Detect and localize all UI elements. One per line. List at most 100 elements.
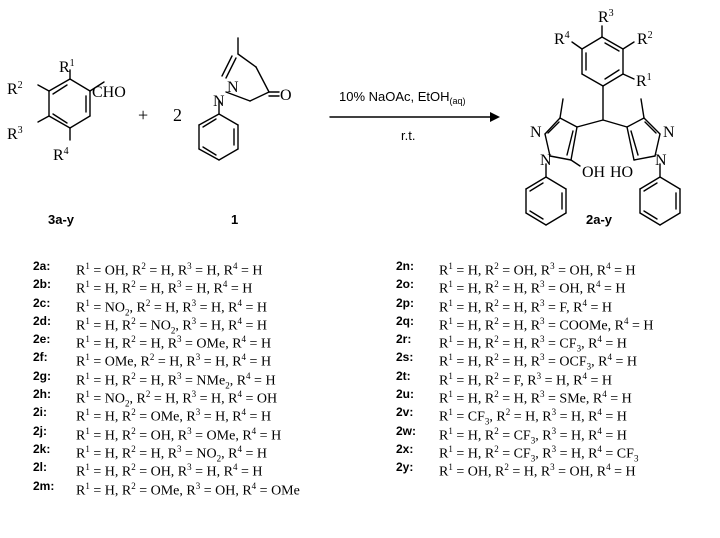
compound-id: 2w: xyxy=(396,423,417,438)
substituent-index: 4 xyxy=(596,279,601,290)
substituent-text: = H xyxy=(601,428,627,444)
substituent-index: 1 xyxy=(448,443,453,454)
substituent-text: R xyxy=(76,281,86,297)
substituent-text: = H, R xyxy=(89,446,132,462)
compound-id: 2e: xyxy=(33,332,51,347)
substituent-text: = H xyxy=(606,391,632,407)
substituent-text: = H, R xyxy=(452,428,495,444)
substituent-text: = H, R xyxy=(135,373,178,389)
substituent-text: = NO xyxy=(89,391,125,407)
substituent-text: = H, R xyxy=(498,391,541,407)
substituent-index: 4 xyxy=(597,334,602,345)
compound-row: 2e:R1 = H, R2 = H, R3 = OMe, R4 = H xyxy=(33,330,300,352)
substituent-index: 4 xyxy=(237,443,243,454)
reaction-arrow xyxy=(329,112,500,122)
substituent-index: 4 xyxy=(241,352,247,363)
substituent-definition: R1 = H, R2 = H, R3 = OMe, R4 = H xyxy=(76,330,271,352)
substituent-text: = OMe, R xyxy=(181,336,242,352)
substituent-text: = H xyxy=(601,336,627,352)
substituent-index: 1 xyxy=(448,352,453,363)
substituent-definition: R1 = H, R2 = H, R3 = NMe2, R4 = H xyxy=(76,367,276,390)
substituent-index: 4 xyxy=(582,370,587,381)
substituent-text: = H, R xyxy=(196,300,238,316)
substituent-text: = H, R xyxy=(452,281,495,297)
substituent-text: = H, R xyxy=(452,300,495,316)
substituent-text: = H xyxy=(612,355,638,371)
substituent-text: = H xyxy=(246,336,272,352)
substituent-text: = H, R xyxy=(452,336,495,352)
substituent-definition: R1 = H, R2 = F, R3 = H, R4 = H xyxy=(439,367,612,389)
product-r4-label: R4 xyxy=(554,30,570,48)
substituent-text: = H, R xyxy=(556,446,598,462)
reaction-scheme: R1 R2 R3 R4 CHO 3a-y + 2 N N O 1 10% NaO… xyxy=(7,8,681,227)
substituent-index: 2 xyxy=(494,443,499,454)
substituent-text: = H, R xyxy=(89,410,132,426)
substituent-text: = H, R xyxy=(135,281,178,297)
substituent-index: 3 xyxy=(536,370,542,381)
stoichiometric-coefficient: 2 xyxy=(173,105,182,125)
substituent-text: = H xyxy=(237,464,263,480)
substituent-text: 3 xyxy=(530,435,536,446)
substituent-index: 1 xyxy=(85,480,90,491)
substituent-index: 2 xyxy=(494,352,499,363)
substituent-index: 1 xyxy=(448,297,453,308)
compound-row: 2g: R1 = H, R2 = H, R3 = NMe2, R4 = H xyxy=(33,367,300,390)
aldehyde-r1-label: R1 xyxy=(59,58,75,76)
substituent-text: R xyxy=(439,355,449,371)
substituent-index: 4 xyxy=(237,389,243,400)
substituent-text: R xyxy=(439,446,449,462)
compound-row: 2d:R1 = H, R2 = NO2, R3 = H, R4 = H xyxy=(33,312,300,335)
compound-id: 2c: xyxy=(33,295,51,310)
substituent-definition: R1 = H, R2 = OH, R3 = OH, R4 = H xyxy=(439,257,636,279)
substituent-text: R xyxy=(439,281,449,297)
substituent-definition: R1 = H, R2 = H, R3 = OCF3, R4 = H xyxy=(439,348,637,371)
substituent-definition: R1 = H, R2 = H, R3 = SMe, R4 = H xyxy=(439,385,632,407)
substituent-text: = H, R xyxy=(150,300,192,316)
substituent-text: = H, R xyxy=(154,355,196,371)
substituent-text: = H xyxy=(242,318,268,334)
substituent-definition: R1 = OH, R2 = H, R3 = H, R4 = H xyxy=(76,257,263,279)
substituent-index: 3 xyxy=(540,315,545,326)
substituent-text: = F, R xyxy=(498,373,537,389)
substituent-index: 4 xyxy=(222,279,228,290)
compound-id: 2g: xyxy=(33,368,51,383)
compound-row: 2n:R1 = H, R2 = OH, R3 = OH, R4 = H xyxy=(396,257,654,279)
substituent-index: 1 xyxy=(85,407,90,418)
pyrazolone-compound-label: 1 xyxy=(231,212,238,227)
substituent-text: , R xyxy=(221,446,238,462)
substituent-text: 3 xyxy=(484,416,490,427)
substituent-text: = H, R xyxy=(196,391,238,407)
substituent-text: = OH, R xyxy=(498,263,551,279)
substituent-text: = H, R xyxy=(89,336,132,352)
substituent-text: = H, R xyxy=(452,373,495,389)
substituent-text: 3 xyxy=(633,453,639,464)
substituent-index: 1 xyxy=(448,425,453,436)
substituent-index: 3 xyxy=(550,261,555,271)
substituent-index: 1 xyxy=(85,370,90,381)
compound-row: 2x:R1 = H, R2 = CF3, R3 = H, R4 = CF3 xyxy=(396,440,654,463)
compound-row: 2j:R1 = H, R2 = OH, R3 = OMe, R4 = H xyxy=(33,422,300,444)
compound-id: 2k: xyxy=(33,441,51,456)
substituent-text: = H xyxy=(601,410,627,426)
substituent-index: 2 xyxy=(145,297,151,308)
substituent-text: = H, R xyxy=(498,336,541,352)
substituent-text: R xyxy=(76,428,86,444)
substituent-text: = H, R xyxy=(452,355,495,371)
substituent-index: 2 xyxy=(494,279,499,290)
substituent-index: 3 xyxy=(550,462,555,473)
substituent-text: = H xyxy=(250,373,276,389)
product-r3-label: R3 xyxy=(598,8,614,26)
conditions-bottom: r.t. xyxy=(401,128,415,143)
substituent-text: R xyxy=(439,318,449,334)
substituent-text: 2 xyxy=(124,398,130,409)
compound-id: 2s: xyxy=(396,350,414,365)
substituent-text: R xyxy=(76,336,86,352)
substituent-text: = NMe xyxy=(181,373,226,389)
substituent-index: 2 xyxy=(131,480,136,491)
substituent-definition: R1 = H, R2 = H, R3 = H, R4 = H xyxy=(76,275,252,297)
substituent-index: 1 xyxy=(85,425,90,436)
substituent-text: = H, R xyxy=(508,464,551,480)
compound-row: 2f:R1 = OMe, R2 = H, R3 = H, R4 = H xyxy=(33,348,300,370)
substituent-index: 3 xyxy=(177,334,182,345)
substituent-index: 2 xyxy=(494,389,499,400)
